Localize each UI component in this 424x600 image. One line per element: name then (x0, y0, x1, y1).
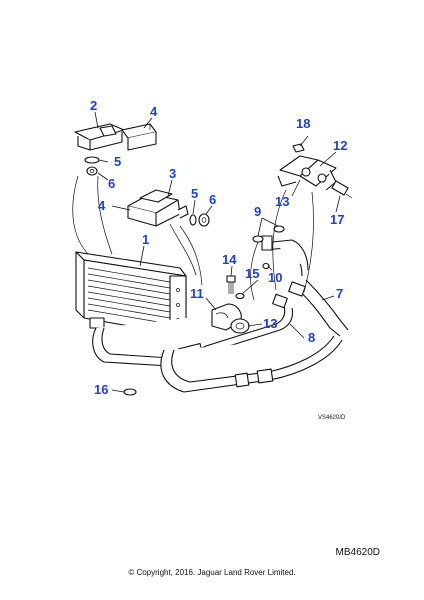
callout-8: 8 (308, 330, 315, 345)
hose-bracket-part (277, 155, 337, 191)
drawing-code: MB4620D (335, 547, 380, 558)
hose-fitting-part (272, 281, 306, 309)
callout-11: 11 (190, 286, 204, 301)
connector-part (331, 180, 353, 199)
callout-1: 1 (142, 232, 149, 247)
callout-15: 15 (245, 266, 259, 281)
callout-4: 4 (150, 104, 158, 119)
callout-14: 14 (222, 252, 237, 267)
leader-lines (94, 111, 341, 393)
copyright-notice: © Copyright, 2016. Jaguar Land Rover Lim… (128, 568, 296, 577)
callout-13: 13 (275, 194, 289, 209)
callout-9: 9 (254, 204, 261, 219)
callout-5: 5 (191, 186, 198, 201)
callout-13: 13 (263, 316, 277, 331)
washer-nut-mid (189, 213, 210, 227)
callout-12: 12 (333, 138, 347, 153)
callout-6: 6 (209, 192, 216, 207)
callout-7: 7 (336, 286, 343, 301)
oil-cooler-hose-part (261, 235, 349, 337)
callout-4: 4 (98, 198, 106, 213)
callout-17: 17 (330, 212, 344, 227)
callout-2: 2 (90, 98, 97, 113)
callout-6: 6 (108, 176, 115, 191)
rubber-pad-part (121, 123, 157, 151)
callout-16: 16 (94, 382, 108, 397)
callout-10: 10 (268, 270, 282, 285)
hose-clamp-part (211, 303, 250, 334)
clip-nut-part (292, 143, 305, 153)
mounting-bracket-part (74, 123, 125, 151)
o-ring-part (123, 388, 137, 396)
callout-5: 5 (114, 154, 121, 169)
bolt-part (226, 275, 245, 300)
cooler-bracket-part (127, 189, 189, 227)
washer-nut-top (84, 156, 100, 176)
callout-18: 18 (296, 116, 310, 131)
image-reference: VS4620/D (318, 415, 346, 421)
sealing-washer-part (252, 225, 285, 270)
callout-3: 3 (169, 166, 176, 181)
